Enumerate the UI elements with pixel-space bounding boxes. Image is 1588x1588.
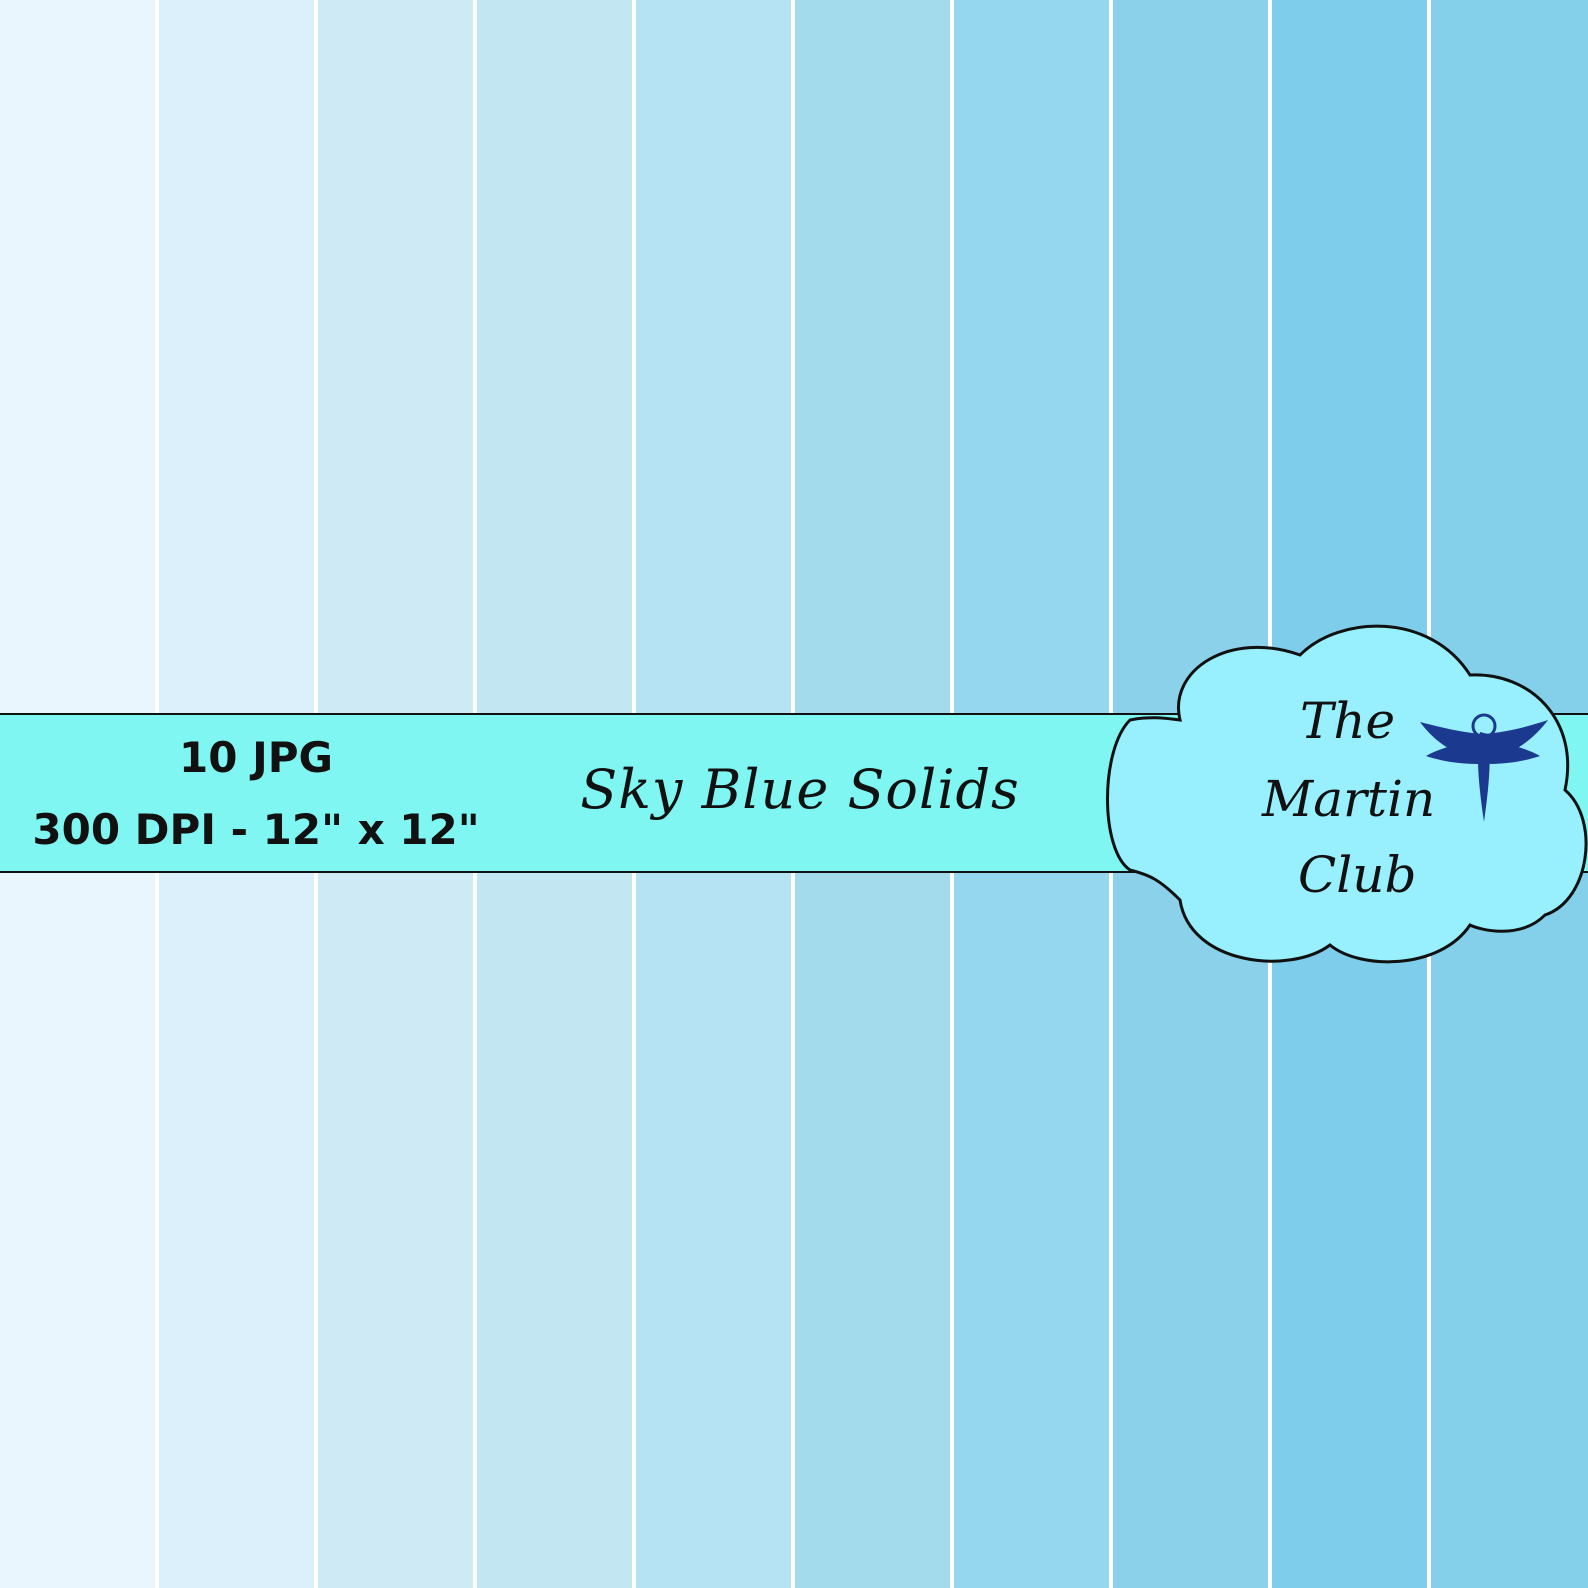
- product-title: Sky Blue Solids: [580, 758, 1020, 821]
- logo-text-martin: Martin: [1262, 770, 1436, 828]
- logo-text-club: Club: [1298, 846, 1417, 904]
- logo-text-the: The: [1300, 692, 1396, 750]
- cloud-shape: [1106, 624, 1588, 964]
- swallow-wings-icon: [1420, 713, 1548, 822]
- resolution-text: 300 DPI - 12" x 12": [32, 805, 480, 854]
- file-count-text: 10 JPG: [179, 733, 333, 782]
